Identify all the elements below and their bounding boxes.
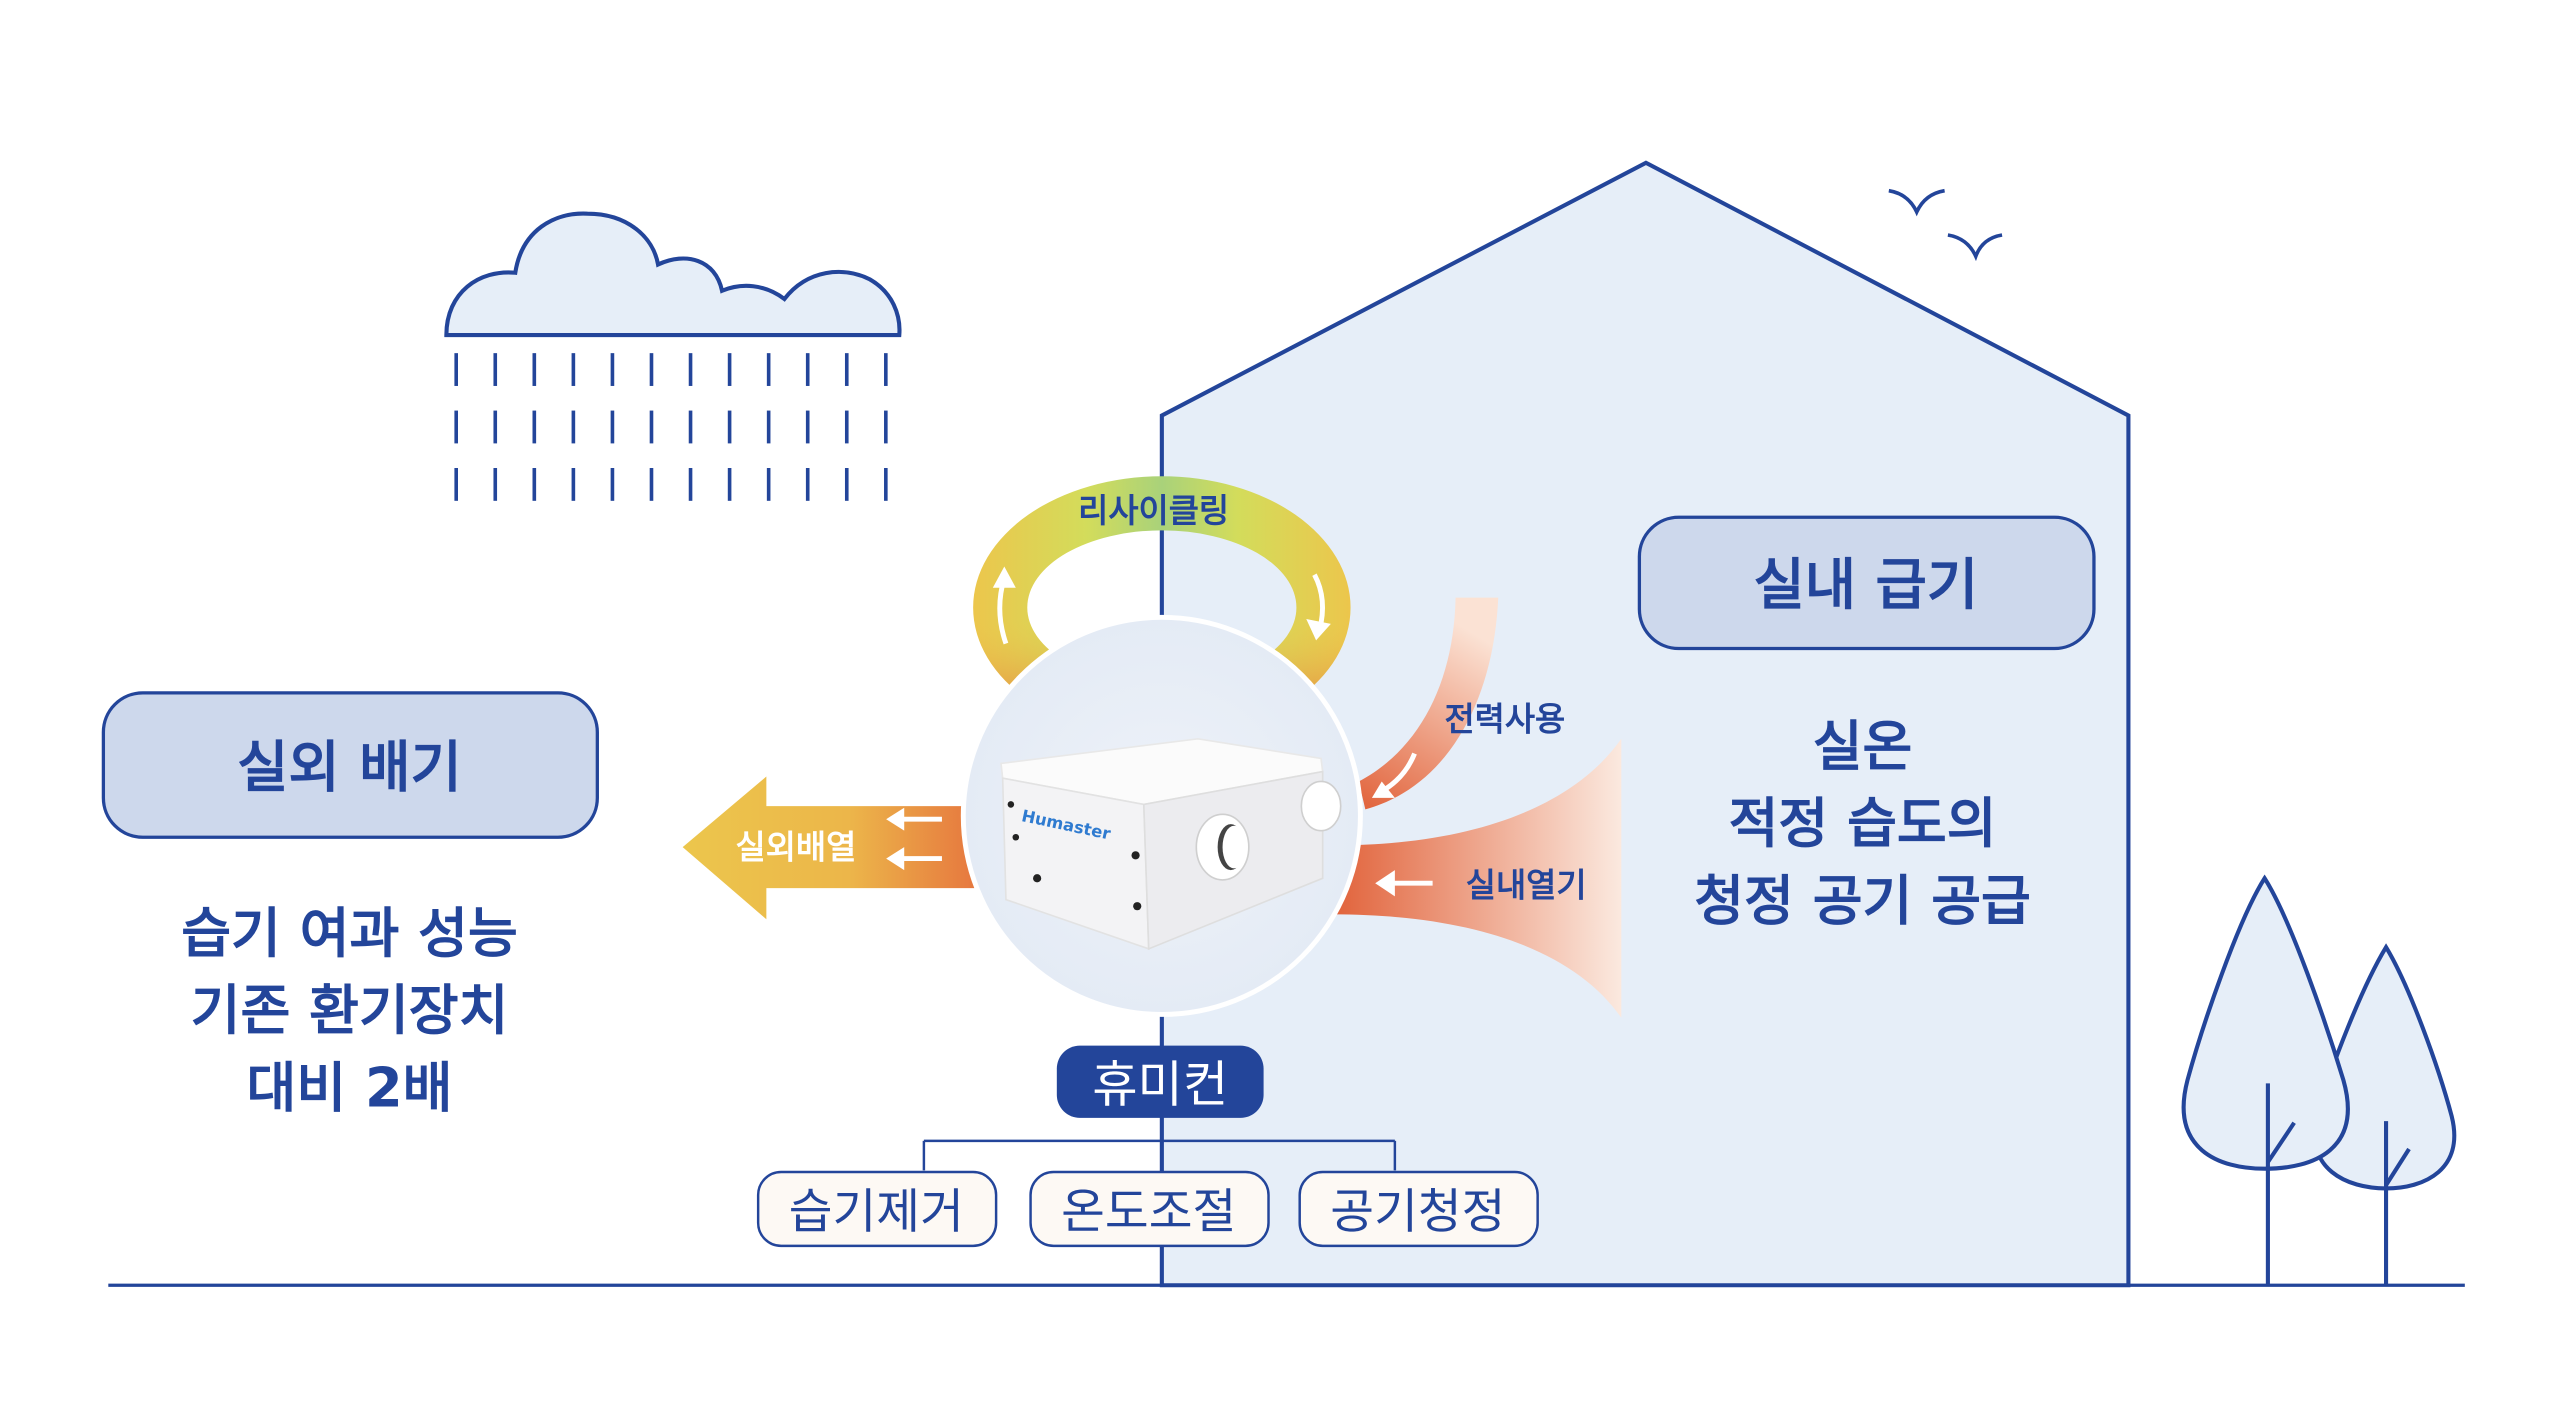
function-label: 공기청정 (1330, 1185, 1505, 1240)
indoor-heat-flow: 실내열기 (1332, 738, 1622, 1018)
humicon-badge: 휴미컨 (1056, 1045, 1264, 1118)
power-use-text: 전력사용 (1444, 701, 1565, 739)
function-temperature-control: 온도조절 (1029, 1170, 1270, 1248)
outdoor-desc-line: 대비 2배 (247, 1056, 453, 1119)
tree-icon (2181, 874, 2457, 1286)
indoor-desc-line: 실온 (1813, 715, 1913, 778)
indoor-supply-label: 실내 급기 (1637, 515, 2096, 651)
product-image: Humaster (960, 614, 1363, 1017)
outdoor-desc-line: 기존 환기장치 (191, 979, 509, 1042)
function-label: 온도조절 (1061, 1185, 1236, 1240)
outdoor-exhaust-label: 실외 배기 (101, 691, 599, 839)
outdoor-desc-line: 습기 여과 성능 (181, 902, 518, 965)
indoor-desc-line: 적정 습도의 (1729, 792, 1997, 855)
outdoor-exhaust-text: 실외 배기 (237, 735, 462, 800)
arrow-left-icon (1375, 870, 1395, 897)
cloud-icon (444, 211, 902, 338)
bird-icon (1888, 188, 1945, 217)
indoor-desc-line: 청정 공기 공급 (1694, 869, 2031, 932)
bird-icon (1947, 233, 2003, 262)
humicon-text: 휴미컨 (1092, 1055, 1228, 1113)
indoor-supply-text: 실내 급기 (1753, 553, 1978, 618)
function-air-purification: 공기청정 (1298, 1170, 1539, 1248)
recycling-text: 리사이클링 (1078, 492, 1229, 530)
outdoor-exhaust-heat-text: 실외배열 (736, 829, 857, 867)
arrow-left-icon (886, 807, 942, 871)
indoor-heat-text: 실내열기 (1466, 866, 1587, 904)
function-label: 습기제거 (789, 1185, 964, 1240)
rain-icon (454, 353, 888, 501)
function-dehumidify: 습기제거 (756, 1170, 998, 1248)
outdoor-exhaust-heat-arrow: 실외배열 (682, 776, 985, 920)
power-use-flow: 전력사용 (1358, 597, 1565, 810)
